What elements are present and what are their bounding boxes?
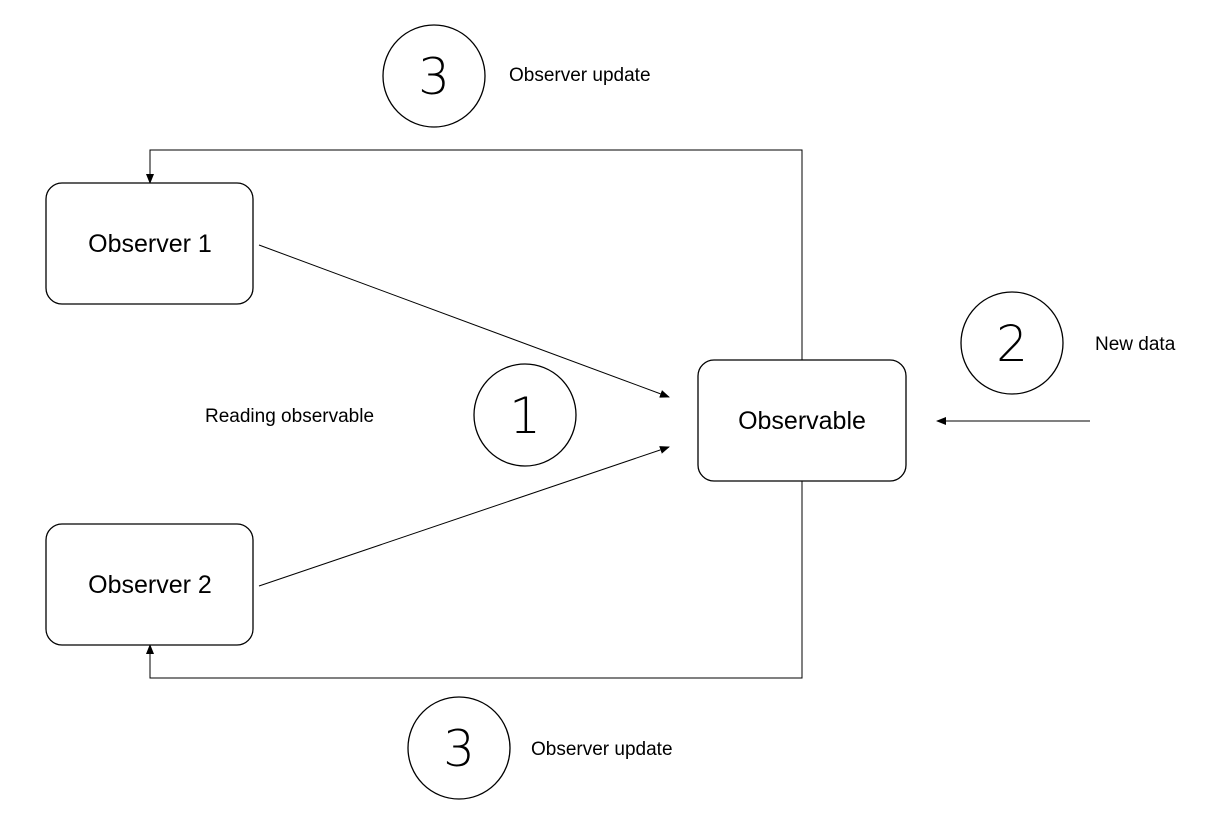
observer-2-label: Observer 2 xyxy=(88,571,212,599)
step-3-top-number: 3 xyxy=(418,48,450,106)
step-3-top-caption: Observer update xyxy=(509,65,651,86)
step-3-bottom-circle xyxy=(407,696,511,800)
observable-node: Observable xyxy=(697,359,907,482)
step-3-bottom: 3 Observer update xyxy=(407,696,673,800)
observer-1-label: Observer 1 xyxy=(88,230,212,258)
observer-2-box xyxy=(45,523,254,646)
step-2-caption: New data xyxy=(1095,334,1176,355)
observer-1-box xyxy=(45,182,254,305)
step-3-bottom-caption: Observer update xyxy=(531,739,673,760)
observable-label: Observable xyxy=(738,407,866,435)
update-connector-top xyxy=(146,149,803,360)
observer-1-node: Observer 1 xyxy=(45,182,254,305)
observable-box xyxy=(697,359,907,482)
step-1: 1 Reading observable xyxy=(205,363,577,467)
step-2: 2 New data xyxy=(960,291,1176,395)
step-1-number: 1 xyxy=(509,387,541,445)
step-3-top: 3 Observer update xyxy=(382,24,651,128)
step-2-number: 2 xyxy=(996,315,1028,373)
step-3-bottom-number: 3 xyxy=(443,720,475,778)
update-connector-bottom xyxy=(146,481,803,679)
reading-arrow-observer-2 xyxy=(258,446,670,587)
step-3-top-circle xyxy=(382,24,486,128)
step-2-circle xyxy=(960,291,1064,395)
observer-2-node: Observer 2 xyxy=(45,523,254,646)
step-1-circle xyxy=(473,363,577,467)
reading-arrow-observer-1 xyxy=(258,244,670,398)
step-1-caption: Reading observable xyxy=(205,406,374,427)
